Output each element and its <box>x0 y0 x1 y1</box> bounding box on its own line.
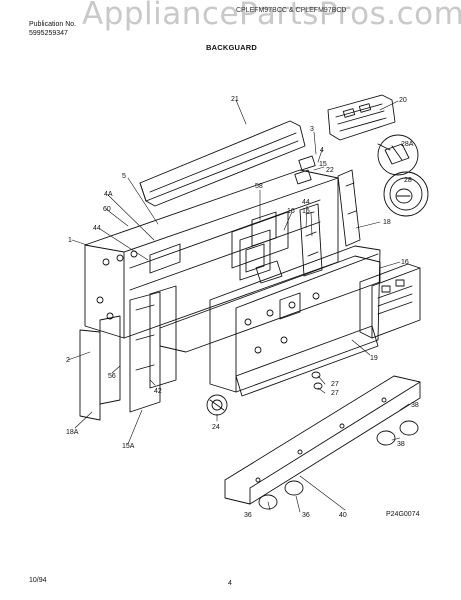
callout-56: 56 <box>108 373 116 380</box>
callout-24: 24 <box>212 424 220 431</box>
callout-27-bottom: 27 <box>331 390 339 397</box>
model-line: CPLEFM97BCC & CPLEFM97BCD <box>236 7 347 14</box>
publication-number: 5995259347 <box>29 30 68 37</box>
callout-1: 1 <box>68 237 72 244</box>
callout-28: 28 <box>404 177 412 184</box>
callout-18: 18 <box>383 219 391 226</box>
bushing-parts <box>311 371 323 390</box>
callout-60: 60 <box>103 206 111 213</box>
footer-date: 10/94 <box>29 577 47 584</box>
transformer-part <box>239 229 271 281</box>
left-side-parts <box>79 285 177 421</box>
callout-18A: 18A <box>66 429 79 436</box>
probe-part <box>377 143 410 165</box>
knob-part <box>389 177 423 211</box>
callout-38-right: 38 <box>411 402 419 409</box>
control-board <box>327 94 396 141</box>
watermark: AppliancePartsPros.com <box>82 0 461 32</box>
backguard-top-trim <box>139 120 306 207</box>
overlay-panel <box>359 263 421 339</box>
callout-19: 19 <box>370 355 378 362</box>
callout-20: 20 <box>399 97 407 104</box>
callout-22: 22 <box>326 167 334 174</box>
right-bracket <box>299 203 323 277</box>
callout-15A: 15A <box>122 443 135 450</box>
callout-labels: 21 20 3 28A 4 15 22 5 28 58 4A 44 16 15 … <box>66 96 419 519</box>
manifold-panel <box>224 375 421 505</box>
callout-27-top: 27 <box>331 381 339 388</box>
callout-40: 40 <box>339 512 347 519</box>
rear-panel <box>84 169 339 339</box>
callout-36-right: 36 <box>302 512 310 519</box>
callout-44-left: 44 <box>93 225 101 232</box>
callout-10: 16 <box>287 208 295 215</box>
infinite-switch <box>206 394 228 416</box>
callout-58: 58 <box>255 183 263 190</box>
callout-15-right: 15 <box>302 208 310 215</box>
callout-44-right: 44 <box>302 199 310 206</box>
callout-16: 16 <box>401 259 409 266</box>
callout-21: 21 <box>231 96 239 103</box>
callout-38-mid: 38 <box>397 441 405 448</box>
callout-5: 5 <box>122 173 126 180</box>
callout-42: 42 <box>154 388 162 395</box>
section-title: BACKGUARD <box>206 43 257 52</box>
control-knobs <box>258 420 419 510</box>
callout-4: 4 <box>320 147 324 154</box>
publication-label: Publication No. <box>29 21 77 28</box>
page-number: 4 <box>228 580 232 587</box>
leader-lines <box>67 99 410 513</box>
callout-3: 3 <box>310 126 314 133</box>
callout-4A: 4A <box>104 191 113 198</box>
callout-36-left: 36 <box>244 512 252 519</box>
callout-15: 15 <box>319 161 327 168</box>
callout-28A: 28A <box>401 141 414 148</box>
callout-2: 2 <box>66 357 70 364</box>
drawing-code: P24G0074 <box>386 511 420 518</box>
lower-trim <box>235 325 379 397</box>
switch-part <box>294 155 316 185</box>
end-cap-right <box>337 169 361 247</box>
